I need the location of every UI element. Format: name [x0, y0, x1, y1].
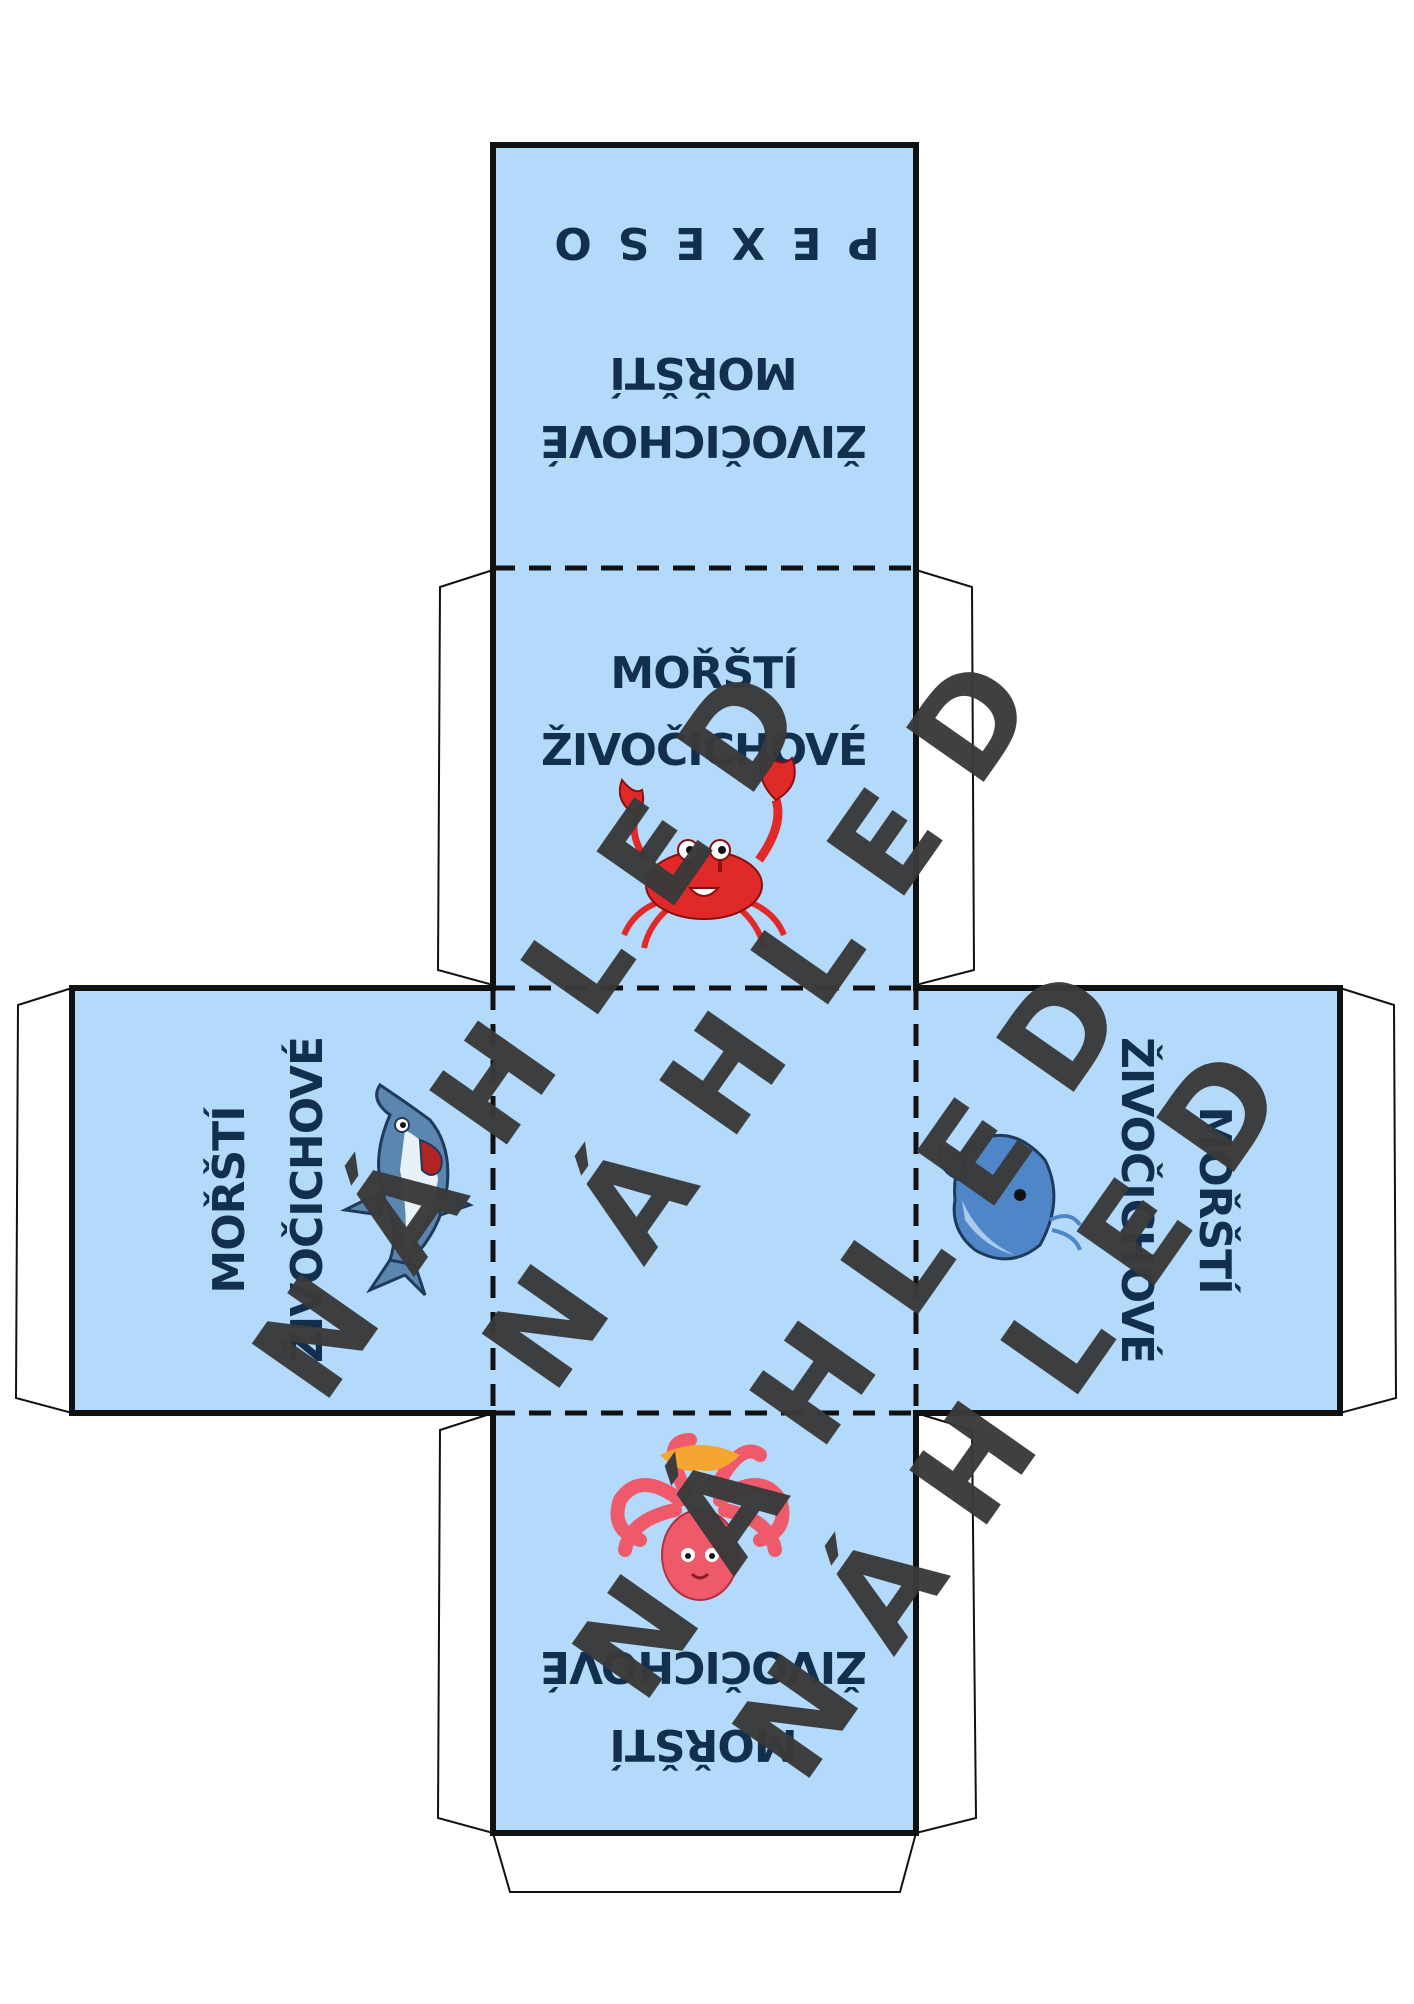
crab-face-line1: MOŘŠTÍ [610, 646, 797, 699]
glue-tab-far-left [14, 986, 73, 1415]
shark-face-content: MOŘŠTÍ ŽIVOČICHOVÉ [202, 1037, 333, 1363]
top-face-content: ŽIVOČICHOVÉ MOŘŠTÍ PEXESO [528, 217, 879, 468]
whale-icon [937, 1133, 1082, 1261]
octopus-face-line2: ŽIVOČICHOVÉ [541, 1641, 867, 1694]
top-face-line1: MOŘŠTÍ [610, 347, 797, 400]
glue-tab-far-right [1339, 986, 1398, 1415]
whale-face-content: MOŘŠTÍ ŽIVOČICHOVÉ [1111, 1037, 1242, 1363]
octopus-face-line1: MOŘŠTÍ [610, 1719, 797, 1772]
glue-tab-bottom [491, 1832, 918, 1893]
octopus-icon [610, 1433, 790, 1601]
whale-face-line1: MOŘŠTÍ [1189, 1106, 1242, 1293]
crab-face-line2: ŽIVOČICHOVÉ [541, 723, 867, 776]
top-face-title: PEXESO [528, 217, 879, 268]
cube-faces [72, 145, 1340, 1833]
face-octopus [493, 1413, 916, 1833]
face-top [493, 145, 916, 568]
top-face-line2: ŽIVOČICHOVÉ [541, 415, 867, 468]
crab-icon [618, 747, 796, 949]
shark-face-line1: MOŘŠTÍ [202, 1106, 255, 1293]
shark-icon [340, 1082, 474, 1297]
shark-face-line2: ŽIVOČICHOVÉ [280, 1037, 333, 1363]
crab-face-content: MOŘŠTÍ ŽIVOČICHOVÉ [541, 646, 868, 949]
octopus-face-content: MOŘŠTÍ ŽIVOČICHOVÉ [541, 1641, 867, 1772]
glue-tab-left-upper [436, 568, 494, 987]
face-crab [493, 568, 916, 988]
glue-tab-right-upper [915, 568, 976, 987]
glue-tab-left-lower [436, 1411, 494, 1835]
glue-tab-right-lower [915, 1411, 978, 1835]
whale-face-line2: ŽIVOČICHOVÉ [1111, 1037, 1164, 1363]
face-center [493, 988, 916, 1413]
